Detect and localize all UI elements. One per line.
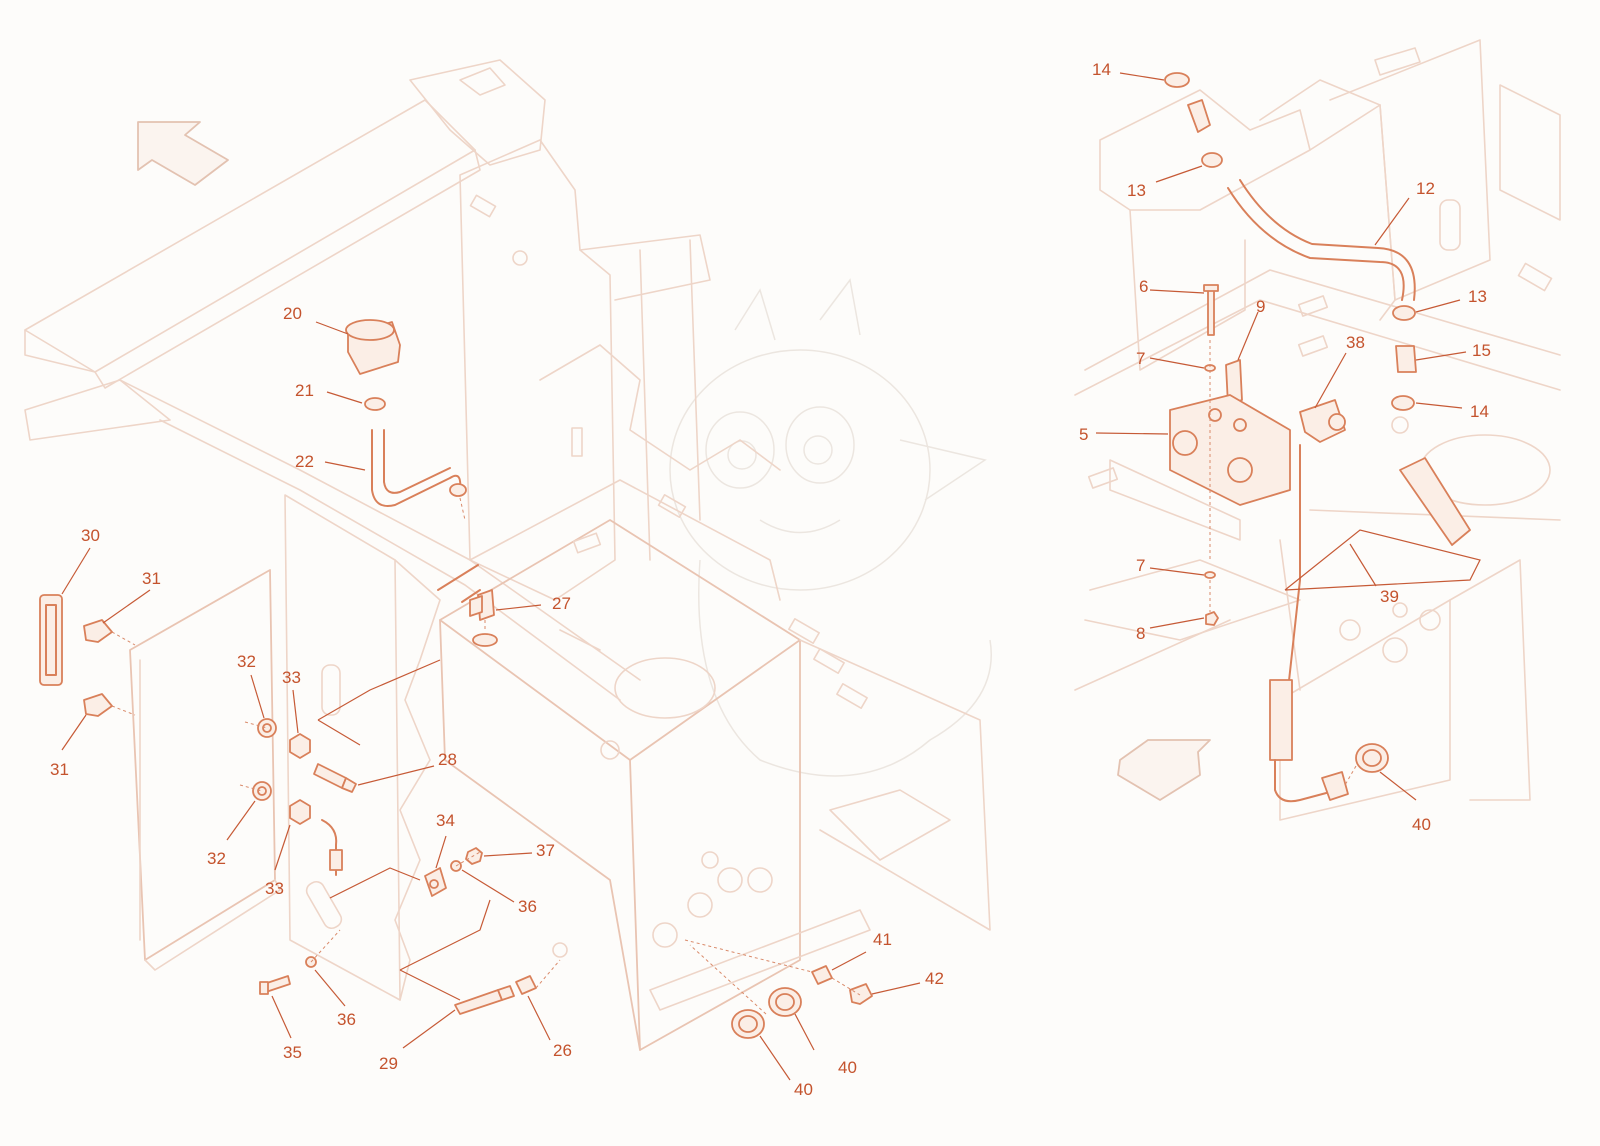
- machine-frame-right: [1074, 39, 1561, 821]
- callout-9: 9: [1256, 297, 1265, 316]
- callout-22: 22: [295, 452, 314, 471]
- callout-labels: 20 21 22 27 30 31 31 32 33 32 33 28 34 3…: [50, 60, 1491, 1099]
- callout-31: 31: [142, 569, 161, 588]
- callout-30: 30: [81, 526, 100, 545]
- callout-14: 14: [1470, 402, 1489, 421]
- callout-13: 13: [1127, 181, 1146, 200]
- callout-36: 36: [518, 897, 537, 916]
- callout-37: 37: [536, 841, 555, 860]
- callout-14: 14: [1092, 60, 1111, 79]
- highlighted-parts-left: [39, 319, 873, 1039]
- callout-8: 8: [1136, 624, 1145, 643]
- callout-32: 32: [237, 652, 256, 671]
- callout-33: 33: [265, 879, 284, 898]
- callout-34: 34: [436, 811, 455, 830]
- forward-direction-arrow-icon: [1117, 739, 1211, 801]
- callout-20: 20: [283, 304, 302, 323]
- callout-32: 32: [207, 849, 226, 868]
- callout-36: 36: [337, 1010, 356, 1029]
- callout-31: 31: [50, 760, 69, 779]
- callout-7: 7: [1136, 556, 1145, 575]
- callout-12: 12: [1416, 179, 1435, 198]
- highlighted-parts-right: [1164, 72, 1481, 803]
- callout-38: 38: [1346, 333, 1365, 352]
- callout-42: 42: [925, 969, 944, 988]
- callout-26: 26: [553, 1041, 572, 1060]
- machine-frame-left: [24, 59, 991, 1051]
- callout-21: 21: [295, 381, 314, 400]
- callout-41: 41: [873, 930, 892, 949]
- callout-15: 15: [1472, 341, 1491, 360]
- callout-5: 5: [1079, 425, 1088, 444]
- dragon-watermark-icon: [669, 278, 992, 777]
- callout-40: 40: [794, 1080, 813, 1099]
- callout-6: 6: [1139, 277, 1148, 296]
- callout-13: 13: [1468, 287, 1487, 306]
- callout-7: 7: [1136, 349, 1145, 368]
- callout-27: 27: [552, 594, 571, 613]
- callout-28: 28: [438, 750, 457, 769]
- callout-33: 33: [282, 668, 301, 687]
- forward-direction-arrow-icon: [137, 121, 229, 186]
- callout-39: 39: [1380, 587, 1399, 606]
- callout-40: 40: [1412, 815, 1431, 834]
- callout-29: 29: [379, 1054, 398, 1073]
- callout-35: 35: [283, 1043, 302, 1062]
- callout-40: 40: [838, 1058, 857, 1077]
